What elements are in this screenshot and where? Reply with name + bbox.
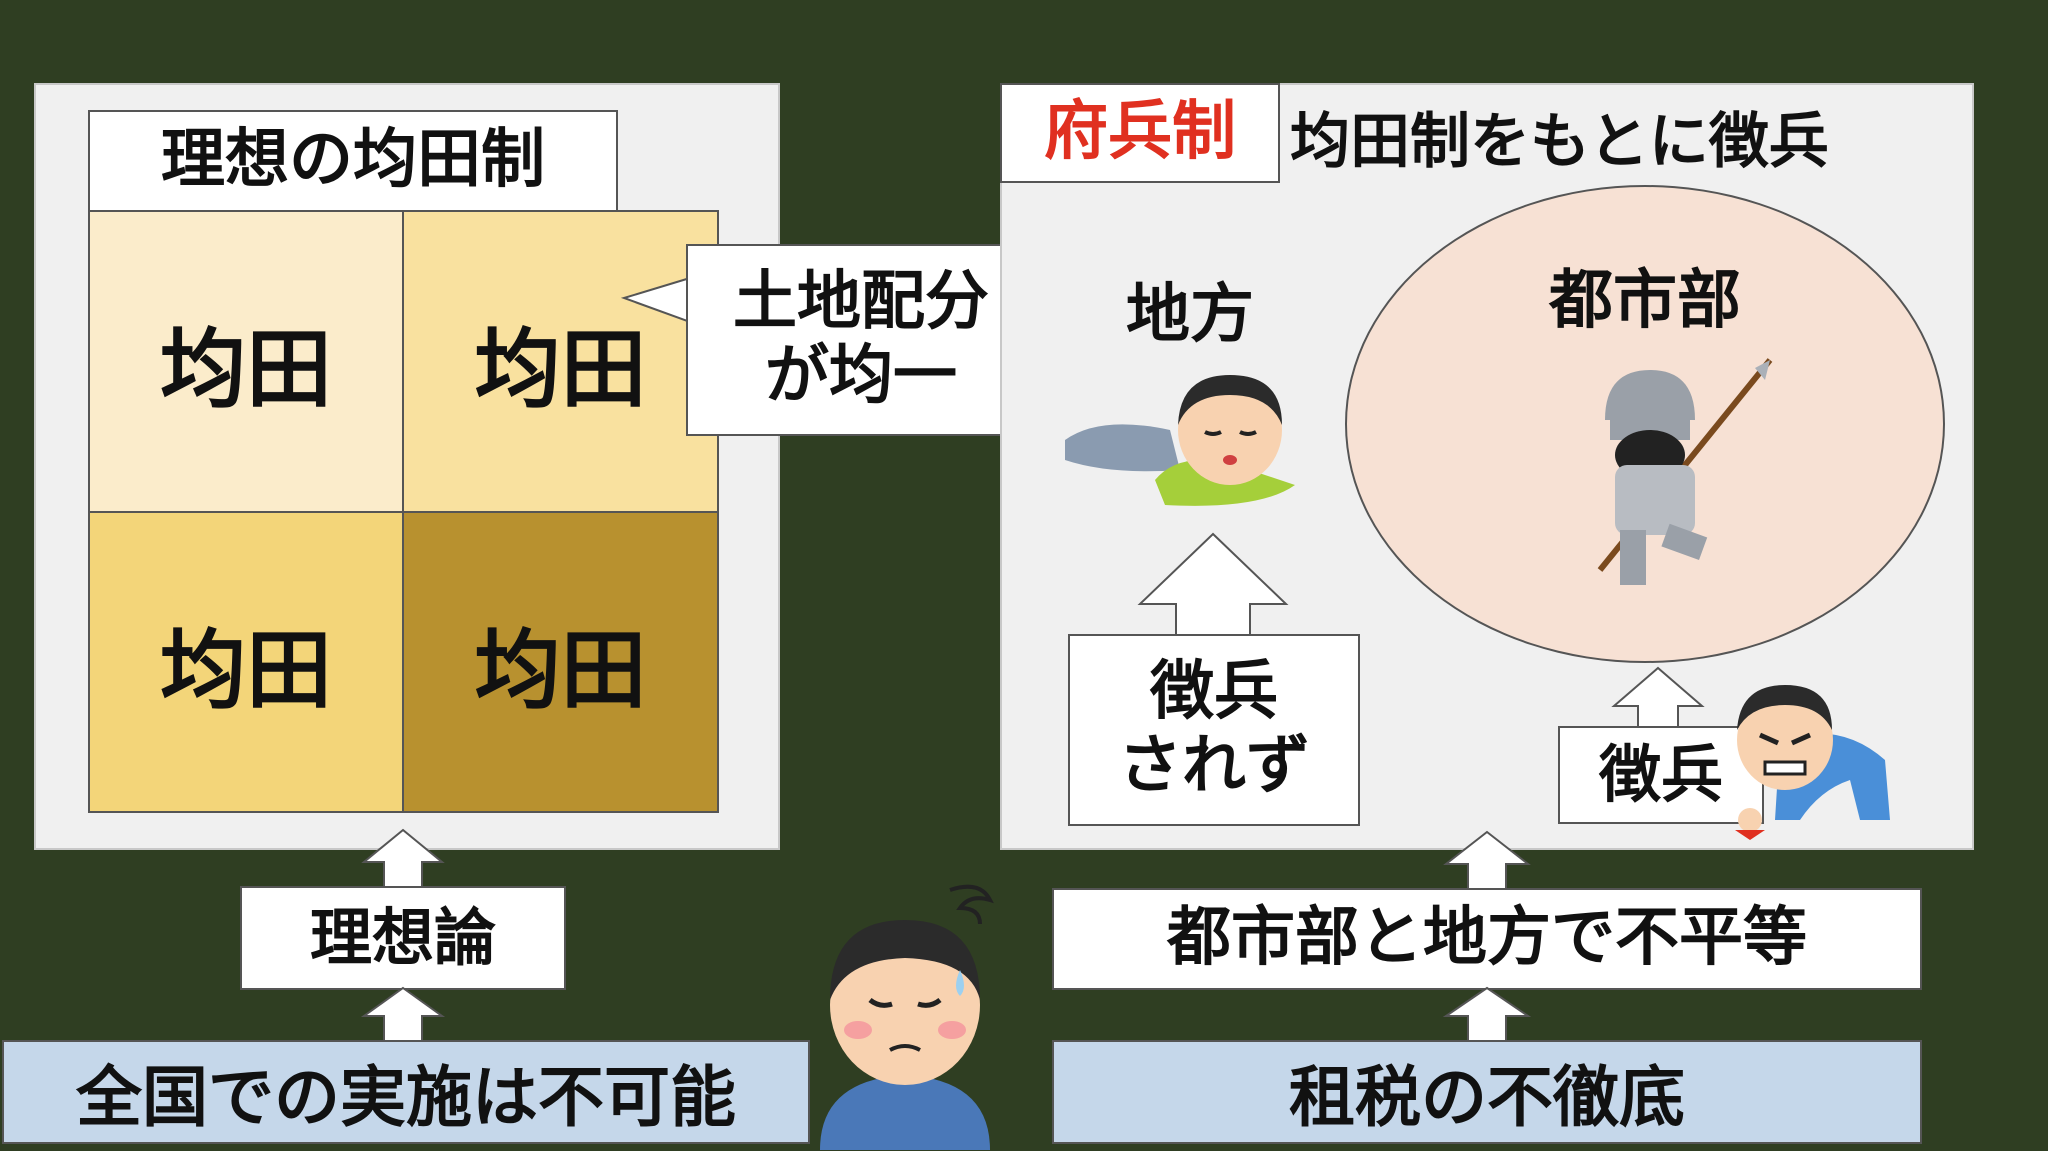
lying-person-icon bbox=[1065, 375, 1295, 506]
kneeling-person-icon bbox=[1735, 685, 1890, 840]
soldier-icon bbox=[1597, 358, 1773, 585]
land-cell-bottom-left: 均田 bbox=[88, 511, 404, 813]
callout-line-1: 土地配分 bbox=[733, 265, 989, 340]
land-cell-top-right: 均田 bbox=[402, 210, 719, 513]
arrow-up-icon bbox=[360, 986, 446, 1043]
rural-label: 地方 bbox=[1126, 278, 1254, 352]
left-panel-title: 理想の均田制 bbox=[88, 110, 618, 212]
worried-person-icon bbox=[820, 884, 994, 1150]
land-equal-callout: 土地配分 が均一 bbox=[686, 244, 1036, 436]
conscription-box: 徴兵 bbox=[1558, 726, 1764, 824]
arrow-up-icon bbox=[361, 828, 445, 891]
arrow-up-icon bbox=[1442, 986, 1532, 1043]
inequality-box: 都市部と地方で不平等 bbox=[1052, 888, 1922, 990]
fubing-description: 均田制をもとに徴兵 bbox=[1290, 106, 1829, 177]
arrow-up-icon bbox=[1443, 830, 1531, 893]
land-cell-top-left: 均田 bbox=[88, 210, 404, 513]
arrow-up-icon bbox=[1137, 532, 1289, 639]
arrow-up-icon bbox=[1611, 666, 1705, 733]
ideal-theory-box: 理想論 bbox=[240, 886, 566, 990]
no-conscription-line-2: されず bbox=[1118, 729, 1310, 803]
callout-line-2: が均一 bbox=[765, 339, 957, 413]
fubing-title-box: 府兵制 bbox=[1000, 83, 1280, 183]
impossible-nationwide-box: 全国での実施は不可能 bbox=[2, 1040, 810, 1144]
tax-failure-box: 租税の不徹底 bbox=[1052, 1040, 1922, 1144]
land-cell-bottom-right: 均田 bbox=[402, 511, 719, 813]
urban-label: 都市部 bbox=[1549, 264, 1741, 338]
no-conscription-line-1: 徴兵 bbox=[1150, 655, 1278, 730]
no-conscription-box: 徴兵 されず bbox=[1068, 634, 1360, 826]
